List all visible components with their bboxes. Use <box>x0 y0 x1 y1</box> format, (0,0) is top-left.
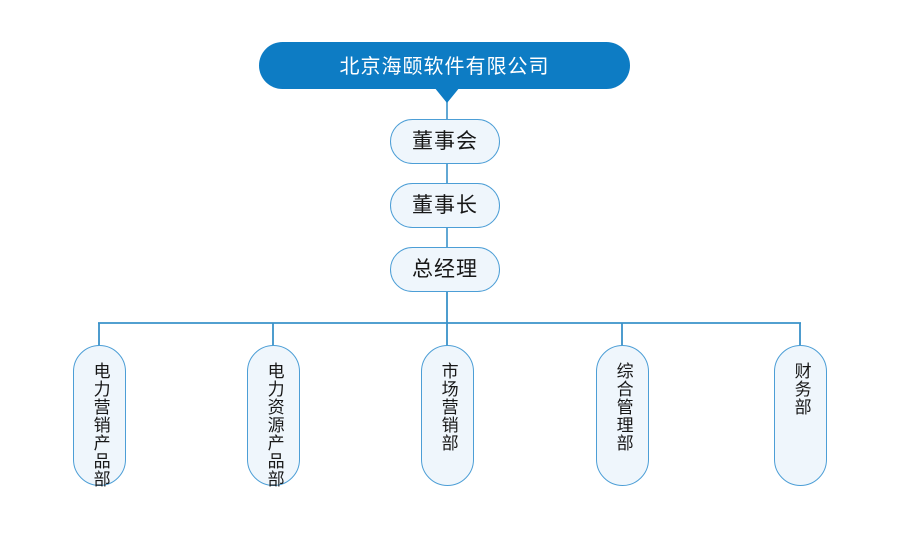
org-node-board-of-directors-label: 董事会 <box>412 129 478 153</box>
org-node-company-label: 北京海颐软件有限公司 <box>339 53 550 78</box>
org-node-department[interactable]: 电力资源产品部 <box>247 345 300 488</box>
org-node-department[interactable]: 市场营销部 <box>421 345 474 486</box>
org-node-department[interactable]: 电力营销产品部 <box>73 345 126 488</box>
org-node-department-label: 电力资源产品部 <box>263 362 284 488</box>
root-node-tail-triangle <box>434 87 460 103</box>
org-node-department-label: 综合管理部 <box>612 362 633 452</box>
org-node-department-label: 市场营销部 <box>437 362 458 452</box>
org-node-chairman[interactable]: 董事长 <box>390 183 500 228</box>
org-node-department-label: 财务部 <box>790 362 811 416</box>
org-node-department[interactable]: 综合管理部 <box>596 345 649 486</box>
org-node-chairman-label: 董事长 <box>412 193 478 217</box>
org-node-department-label: 电力营销产品部 <box>89 362 110 488</box>
org-node-board-of-directors[interactable]: 董事会 <box>390 119 500 164</box>
org-node-general-manager-label: 总经理 <box>412 257 478 281</box>
org-node-general-manager[interactable]: 总经理 <box>390 247 500 292</box>
org-node-department[interactable]: 财务部 <box>774 345 827 486</box>
org-node-company[interactable]: 北京海颐软件有限公司 <box>259 42 630 89</box>
